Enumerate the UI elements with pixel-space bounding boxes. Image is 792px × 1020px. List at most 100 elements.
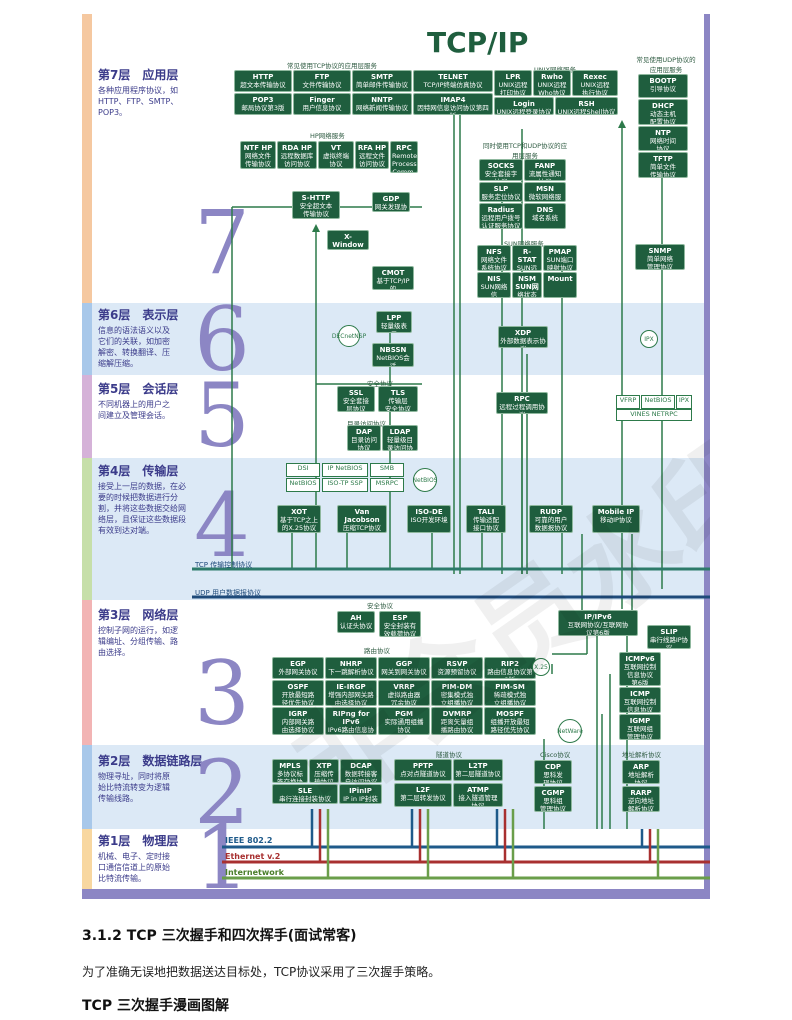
layer-1-label: 第1层 物理层 机械、电子、定时接口通信信道上的原始比特流传输。 xyxy=(98,832,218,884)
caption-directory: 目录访问协议 xyxy=(347,420,386,428)
poster-title: TCP/IP xyxy=(427,26,529,59)
internetwork-label: Internetwork xyxy=(225,868,284,877)
layer-2-label: 第2层 数据链路层 物理寻址，同时将原始比特流转变为逻辑传输线路。 xyxy=(98,752,218,804)
stripe-2 xyxy=(82,745,92,829)
subsection-title: TCP 三次握手漫画图解 xyxy=(82,998,229,1014)
udp-line-label: UDP 用户数据报协议 xyxy=(195,589,261,597)
protocol-xwindow: X-WindowX-Window xyxy=(327,230,369,250)
protocol-smb: SMB xyxy=(370,463,404,477)
protocol-rpc5: RPC远程过程调用协议 xyxy=(496,392,548,414)
caption-security5: 安全协议 xyxy=(367,380,393,388)
section-title: 3.1.2 TCP 三次握手和四次挥手(面试常客) xyxy=(82,928,357,944)
layer-2-title: 第2层 数据链路层 xyxy=(98,754,203,768)
stripe-1 xyxy=(82,829,92,899)
protocol-fanp: FANP流属性通知协议 xyxy=(524,159,566,181)
layer-5-title: 第5层 会话层 xyxy=(98,382,179,396)
layer-1-title: 第1层 物理层 xyxy=(98,834,179,848)
layer-1-desc: 机械、电子、定时接口通信信道上的原始比特流传输。 xyxy=(98,852,170,883)
caption-hp: HP网络服务 xyxy=(310,132,345,140)
layer-6-title: 第6层 表示层 xyxy=(98,308,179,322)
protocol-msrpc: MSRPC xyxy=(370,478,404,492)
protocol-xdp: XDP外部数据表示协议 xyxy=(498,326,548,348)
protocol-rstat: R-STATSUN远程状态协议 xyxy=(512,245,542,271)
protocol-msn: MSN微软网络服务 xyxy=(524,182,566,202)
protocol-netware: NetWare xyxy=(557,719,583,743)
protocol-mpls: MPLS多协议标签交换协议 xyxy=(272,759,308,783)
bottom-frame xyxy=(82,889,710,899)
caption-common-tcp: 常见使用TCP协议的应用层服务 xyxy=(287,62,378,70)
layer-4-title: 第4层 传输层 xyxy=(98,464,179,478)
layer-6-label: 第6层 表示层 信息的语法语义以及它们的关联，如加密解密、转换翻译、压缩解压缩。 xyxy=(98,306,218,369)
right-frame xyxy=(704,14,710,899)
caption-routing: 路由协议 xyxy=(364,647,390,655)
protocol-ipx: IPX xyxy=(640,330,658,348)
protocol-netbios4: NetBIOS xyxy=(286,478,320,492)
protocol-ipx5: IPX xyxy=(676,395,692,409)
stripe-5 xyxy=(82,375,92,458)
caption-both: 同时使用TCP和UDP协议的应用层服务 xyxy=(482,142,568,160)
protocol-ipnetbios: IP NetBIOS xyxy=(322,463,368,477)
protocol-vines: VINES NETRPC xyxy=(616,409,692,421)
ieee-label: IEEE 802.2 xyxy=(225,836,273,845)
protocol-rip2: RIP2路由信息协议第2版 xyxy=(484,657,536,679)
layer-1-number: 1 xyxy=(194,806,250,900)
layer-7-number: 7 xyxy=(194,191,250,294)
stripe-6 xyxy=(82,303,92,375)
stripe-7 xyxy=(82,14,92,303)
layer-3-desc: 控制子网的运行，如逻辑编址、分组传输、路由选择。 xyxy=(98,626,178,657)
layer-7-title: 第7层 应用层 xyxy=(98,68,179,82)
protocol-isotpssp: ISO-TP SSP xyxy=(322,478,368,492)
caption-cisco: Cisco协议 xyxy=(540,751,571,759)
layer-4-label: 第4层 传输层 接受上一层的数据，在必要的时候把数据进行分割，并将这些数据交给网… xyxy=(98,462,218,536)
layer-4-number: 4 xyxy=(194,474,250,577)
layer-3-label: 第3层 网络层 控制子网的运行，如逻辑编址、分组传输、路由选择。 xyxy=(98,606,218,658)
